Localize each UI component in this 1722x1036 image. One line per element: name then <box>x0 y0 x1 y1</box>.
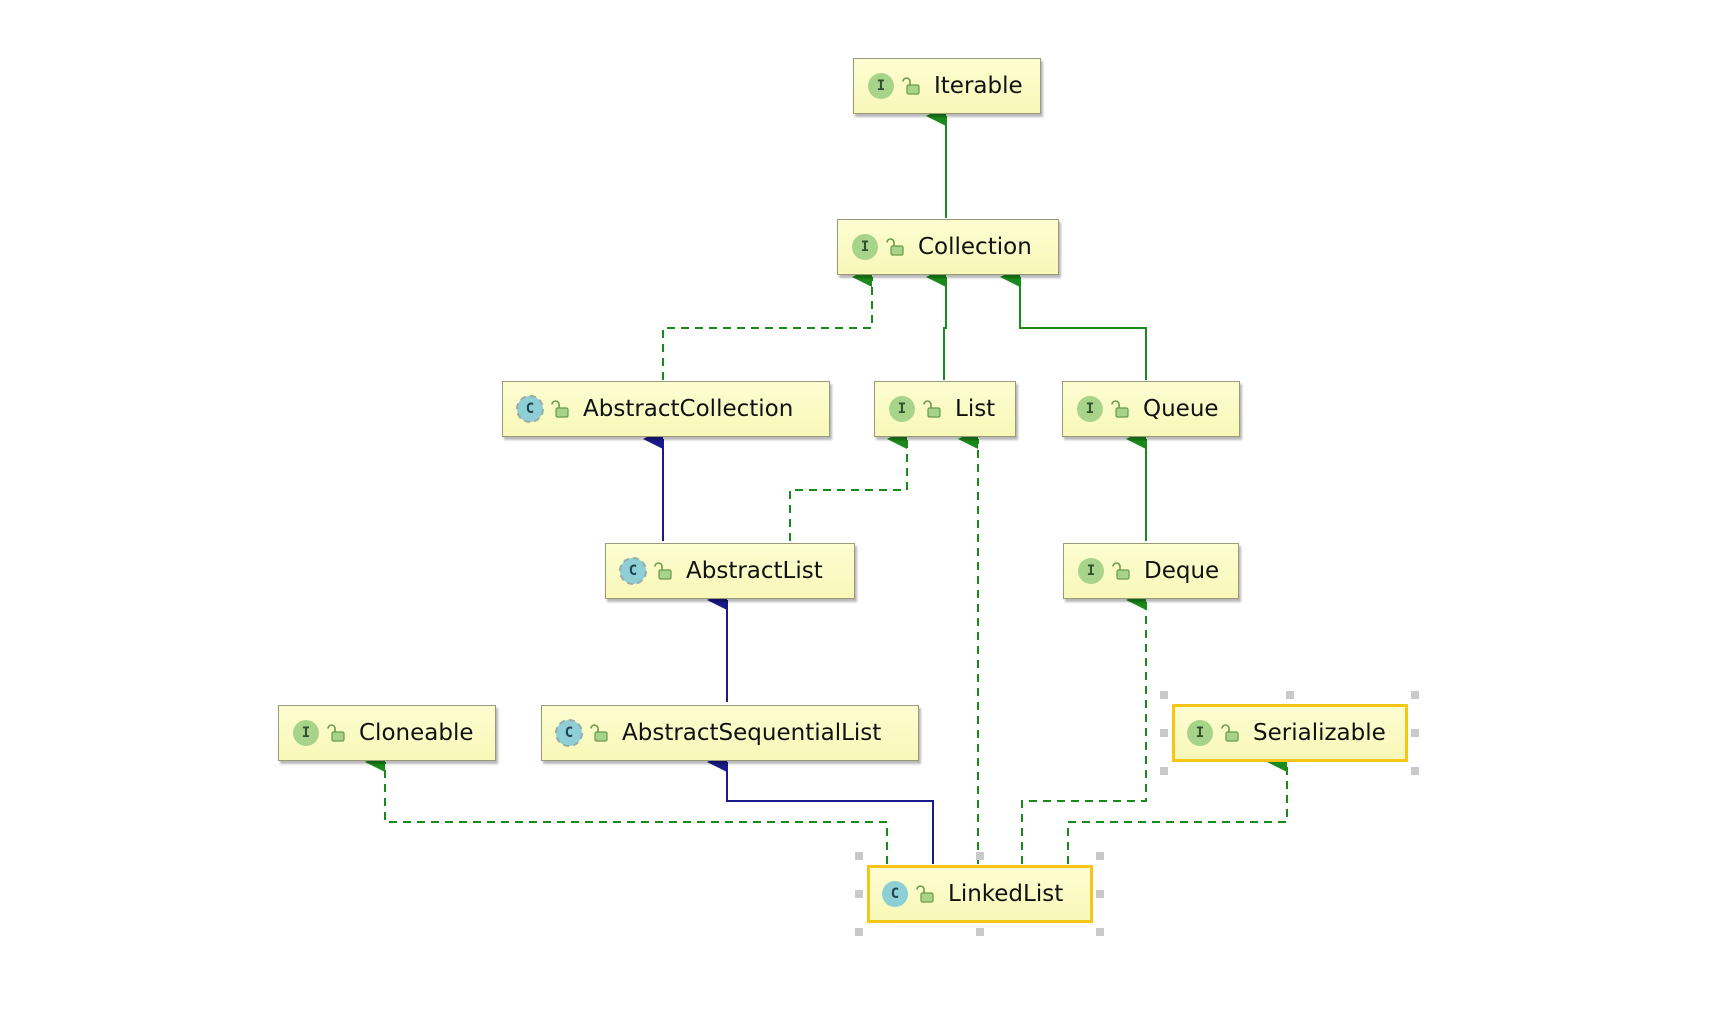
resize-handle[interactable] <box>855 890 863 898</box>
node-label: Serializable <box>1253 720 1386 746</box>
public-unlock-icon <box>327 724 345 742</box>
resize-handle[interactable] <box>1286 691 1294 699</box>
edge-linkedlist-serializable <box>1067 752 1288 864</box>
resize-handle[interactable] <box>1411 767 1419 775</box>
resize-handle[interactable] <box>855 852 863 860</box>
node-abstract-list[interactable]: C AbstractList <box>605 543 855 599</box>
node-label: List <box>955 396 996 422</box>
node-label: Iterable <box>934 73 1023 99</box>
node-linked-list[interactable]: C LinkedList <box>867 865 1093 923</box>
interface-icon: I <box>293 720 319 746</box>
interface-icon: I <box>1078 558 1104 584</box>
node-label: Collection <box>918 234 1032 260</box>
node-serializable[interactable]: I Serializable <box>1172 704 1408 762</box>
public-unlock-icon <box>1111 400 1129 418</box>
node-collection[interactable]: I Collection <box>837 219 1059 275</box>
node-queue[interactable]: I Queue <box>1062 381 1240 437</box>
edge-list-collection <box>926 267 947 380</box>
node-label: AbstractList <box>686 558 823 584</box>
interface-icon: I <box>868 73 894 99</box>
edge-linkedlist-abstractsequentiallist <box>707 752 934 864</box>
public-unlock-icon <box>886 238 904 256</box>
public-unlock-icon <box>923 400 941 418</box>
abstract-class-icon: C <box>516 395 544 423</box>
interface-icon: I <box>852 234 878 260</box>
node-list[interactable]: I List <box>874 381 1016 437</box>
node-label: AbstractSequentialList <box>622 720 882 746</box>
interface-icon: I <box>1187 720 1213 746</box>
edge-abstractcollection-collection <box>662 267 873 380</box>
node-label: Queue <box>1143 396 1219 422</box>
edge-abstractlist-list <box>789 429 908 541</box>
public-unlock-icon <box>902 77 920 95</box>
edge-linkedlist-deque <box>1021 590 1147 864</box>
node-iterable[interactable]: I Iterable <box>853 58 1041 114</box>
resize-handle[interactable] <box>976 852 984 860</box>
resize-handle[interactable] <box>1411 691 1419 699</box>
node-label: AbstractCollection <box>583 396 794 422</box>
resize-handle[interactable] <box>1096 928 1104 936</box>
public-unlock-icon <box>654 562 672 580</box>
edge-linkedlist-cloneable <box>365 752 888 864</box>
resize-handle[interactable] <box>855 928 863 936</box>
public-unlock-icon <box>590 724 608 742</box>
node-label: LinkedList <box>948 881 1064 907</box>
resize-handle[interactable] <box>1096 852 1104 860</box>
abstract-class-icon: C <box>619 557 647 585</box>
resize-handle[interactable] <box>1160 729 1168 737</box>
resize-handle[interactable] <box>976 928 984 936</box>
node-cloneable[interactable]: I Cloneable <box>278 705 496 761</box>
abstract-class-icon: C <box>555 719 583 747</box>
resize-handle[interactable] <box>1411 729 1419 737</box>
node-abstract-collection[interactable]: C AbstractCollection <box>502 381 830 437</box>
resize-handle[interactable] <box>1096 890 1104 898</box>
resize-handle[interactable] <box>1160 691 1168 699</box>
node-abstract-sequential-list[interactable]: C AbstractSequentialList <box>541 705 919 761</box>
interface-icon: I <box>889 396 915 422</box>
public-unlock-icon <box>1221 724 1239 742</box>
public-unlock-icon <box>551 400 569 418</box>
edge-queue-collection <box>1000 267 1147 380</box>
public-unlock-icon <box>916 885 934 903</box>
node-label: Deque <box>1144 558 1220 584</box>
interface-icon: I <box>1077 396 1103 422</box>
resize-handle[interactable] <box>1160 767 1168 775</box>
public-unlock-icon <box>1112 562 1130 580</box>
node-label: Cloneable <box>359 720 474 746</box>
class-icon: C <box>882 881 908 907</box>
node-deque[interactable]: I Deque <box>1063 543 1239 599</box>
